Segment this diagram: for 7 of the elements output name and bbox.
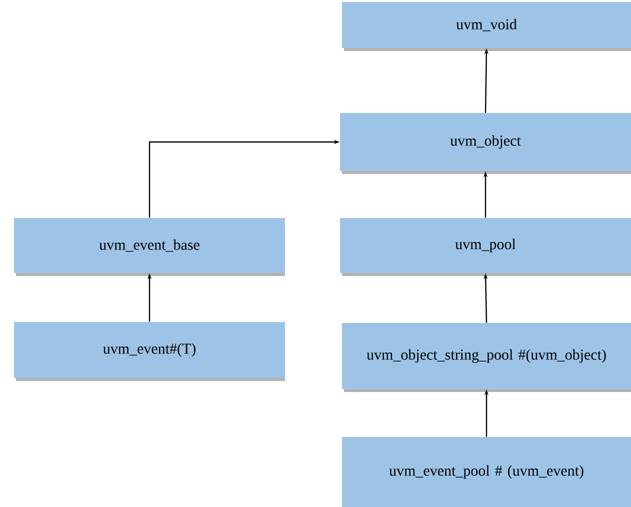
class-box: uvm_event_base <box>14 218 285 273</box>
class-box: uvm_object <box>340 113 631 171</box>
class-box: uvm_pool <box>340 218 631 273</box>
class-box: uvm_event_pool # (uvm_event) <box>342 437 631 507</box>
class-box: uvm_void <box>342 2 631 48</box>
class-box: uvm_event#(T) <box>14 322 285 378</box>
class-box: uvm_object_string_pool #(uvm_object) <box>342 323 631 389</box>
